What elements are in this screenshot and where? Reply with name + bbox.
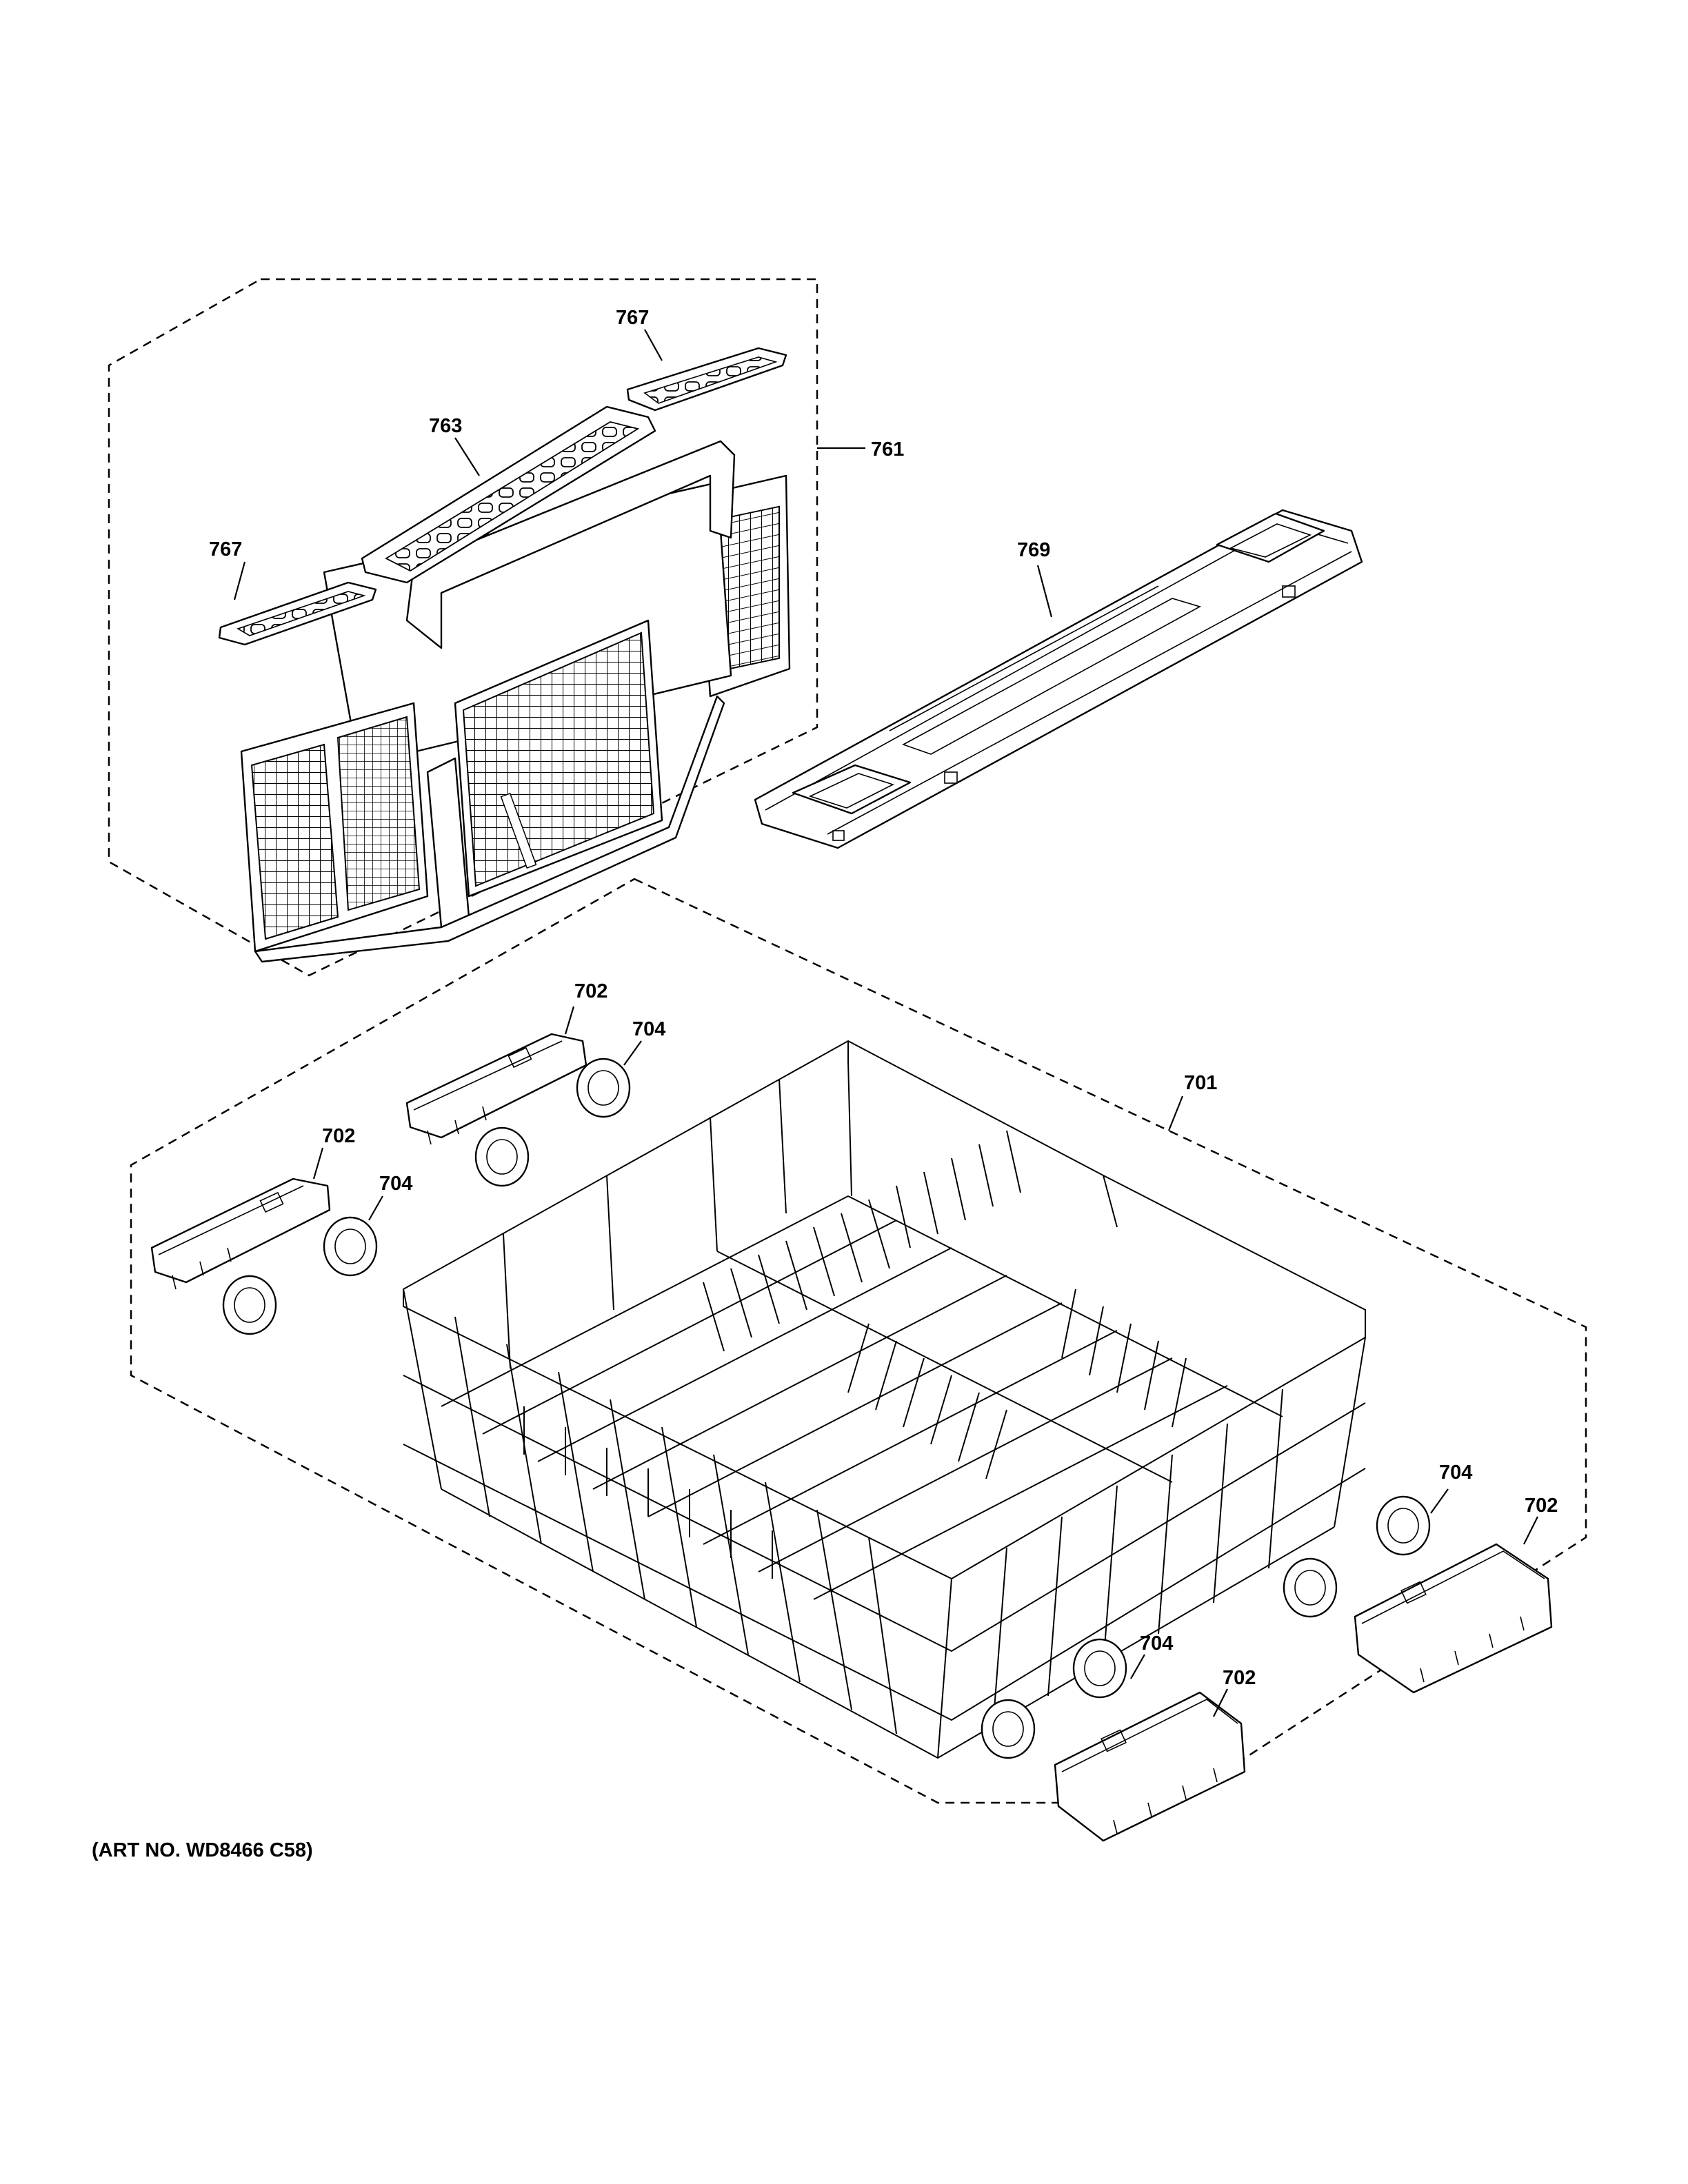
callout-702-d: 702 bbox=[1223, 1667, 1256, 1689]
silverware-basket-group bbox=[108, 278, 865, 977]
callout-704-a: 704 bbox=[632, 1018, 665, 1040]
leader-763 bbox=[454, 437, 480, 476]
rack-roller-bracket-702-b[interactable] bbox=[150, 1177, 331, 1290]
basket-lid-763[interactable] bbox=[361, 405, 656, 584]
dish-rack-group bbox=[130, 878, 1587, 1842]
silverware-basket[interactable] bbox=[240, 440, 791, 963]
leader-769 bbox=[1036, 565, 1053, 618]
basket-group-boundary bbox=[108, 278, 818, 977]
lower-dish-rack-701[interactable] bbox=[403, 1040, 1366, 1759]
callout-761: 761 bbox=[871, 438, 904, 461]
leader-701 bbox=[1167, 1095, 1184, 1131]
rack-roller-704-a[interactable] bbox=[474, 1058, 631, 1187]
callout-763: 763 bbox=[429, 415, 462, 437]
leader-767-top bbox=[644, 329, 663, 361]
callout-704-c: 704 bbox=[1439, 1462, 1472, 1484]
callout-704-b: 704 bbox=[379, 1173, 412, 1195]
small-lid-767-top[interactable] bbox=[626, 347, 787, 412]
small-lid-767-left[interactable] bbox=[218, 581, 377, 646]
rack-roller-bracket-702-d[interactable] bbox=[1054, 1691, 1246, 1842]
callout-769: 769 bbox=[1017, 539, 1050, 561]
callout-702-a: 702 bbox=[574, 980, 607, 1002]
rack-tines bbox=[523, 1130, 1187, 1579]
callout-702-b: 702 bbox=[322, 1125, 355, 1147]
rack-roller-704-b[interactable] bbox=[222, 1216, 378, 1335]
art-number: (ART NO. WD8466 C58) bbox=[92, 1839, 313, 1861]
callout-701: 701 bbox=[1184, 1072, 1217, 1094]
rack-roller-704-d[interactable] bbox=[981, 1638, 1127, 1759]
callout-704-d: 704 bbox=[1140, 1632, 1173, 1655]
callout-767-top: 767 bbox=[616, 307, 649, 329]
rack-roller-bracket-702-c[interactable] bbox=[1354, 1543, 1553, 1694]
rack-group-boundary bbox=[130, 878, 1587, 1804]
rack-track-769[interactable] bbox=[754, 509, 1363, 849]
rack-roller-704-c[interactable] bbox=[1283, 1495, 1431, 1618]
callout-767-left: 767 bbox=[209, 538, 242, 560]
callout-702-c: 702 bbox=[1525, 1495, 1558, 1517]
leader-767-left bbox=[233, 561, 246, 600]
